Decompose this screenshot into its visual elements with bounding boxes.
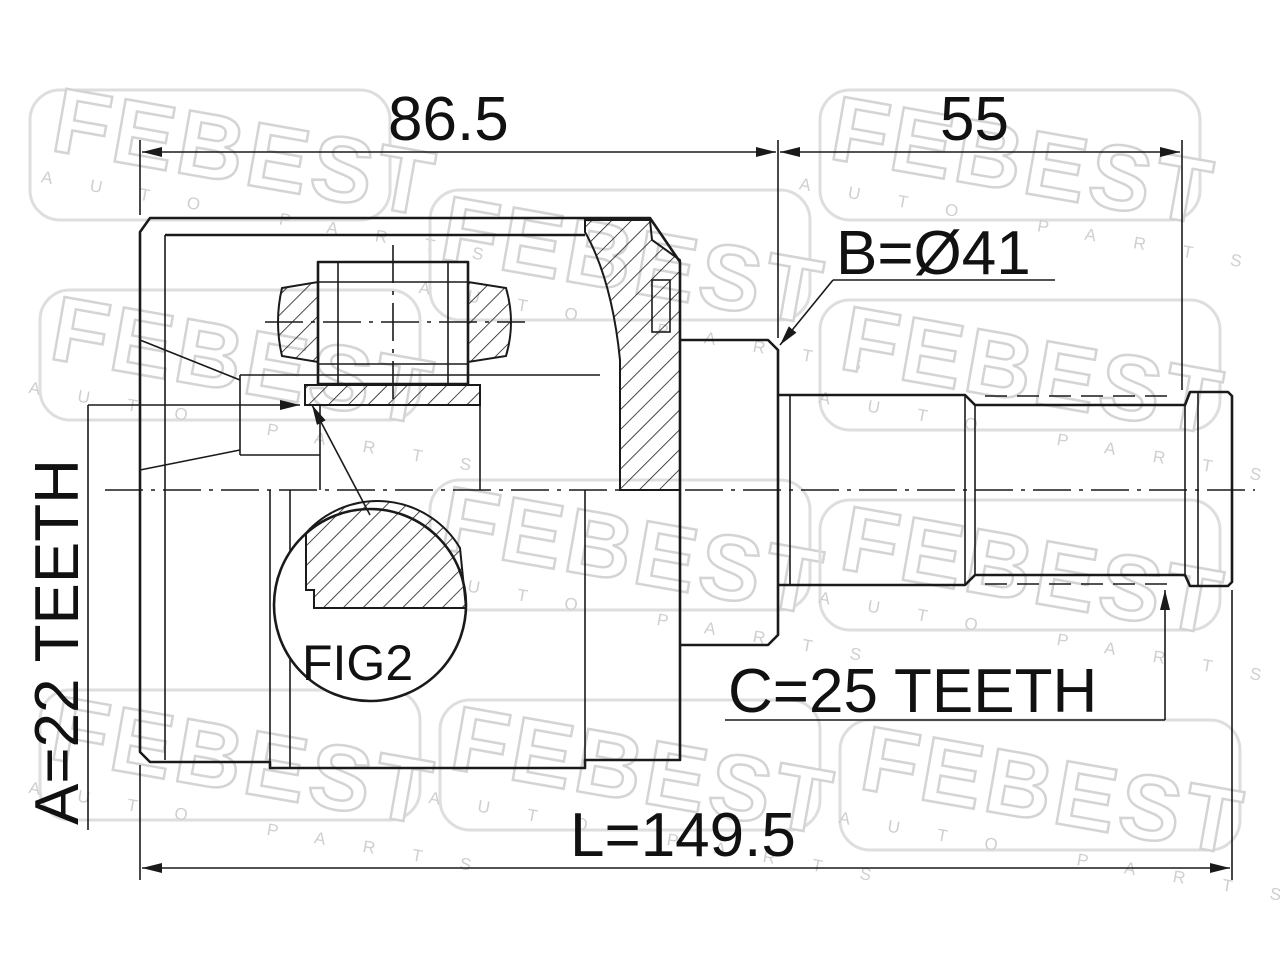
dimension-spline-c: C=25 TEETH [728, 657, 1097, 726]
joint-housing [138, 216, 682, 770]
tripod-bearing [265, 245, 525, 406]
shaft-body [778, 390, 1234, 588]
dimension-diameter-b: B=Ø41 [836, 219, 1031, 288]
fig2-label: FIG2 [302, 635, 413, 691]
watermark-logo: FEBEST AUTO PARTS [817, 286, 1280, 491]
dimension-outer-length: 55 [940, 85, 1009, 154]
dimension-labels: 86.5 55 B=Ø41 C=25 TEETH L=149.5 A=22 TE… [23, 85, 1097, 870]
dimension-spline-a: A=22 TEETH [23, 459, 92, 825]
shaft-flange [680, 338, 780, 647]
fig2-detail: FIG2 [272, 404, 468, 703]
dimension-total-length: L=149.5 [570, 801, 796, 870]
watermark-logo: FEBEST AUTO PARTS [27, 676, 510, 881]
dimension-inner-length: 86.5 [388, 85, 509, 154]
housing-section-hatch [584, 219, 681, 491]
watermark-logo: FEBEST AUTO PARTS [417, 466, 900, 671]
dimension-lines [87, 140, 1233, 880]
